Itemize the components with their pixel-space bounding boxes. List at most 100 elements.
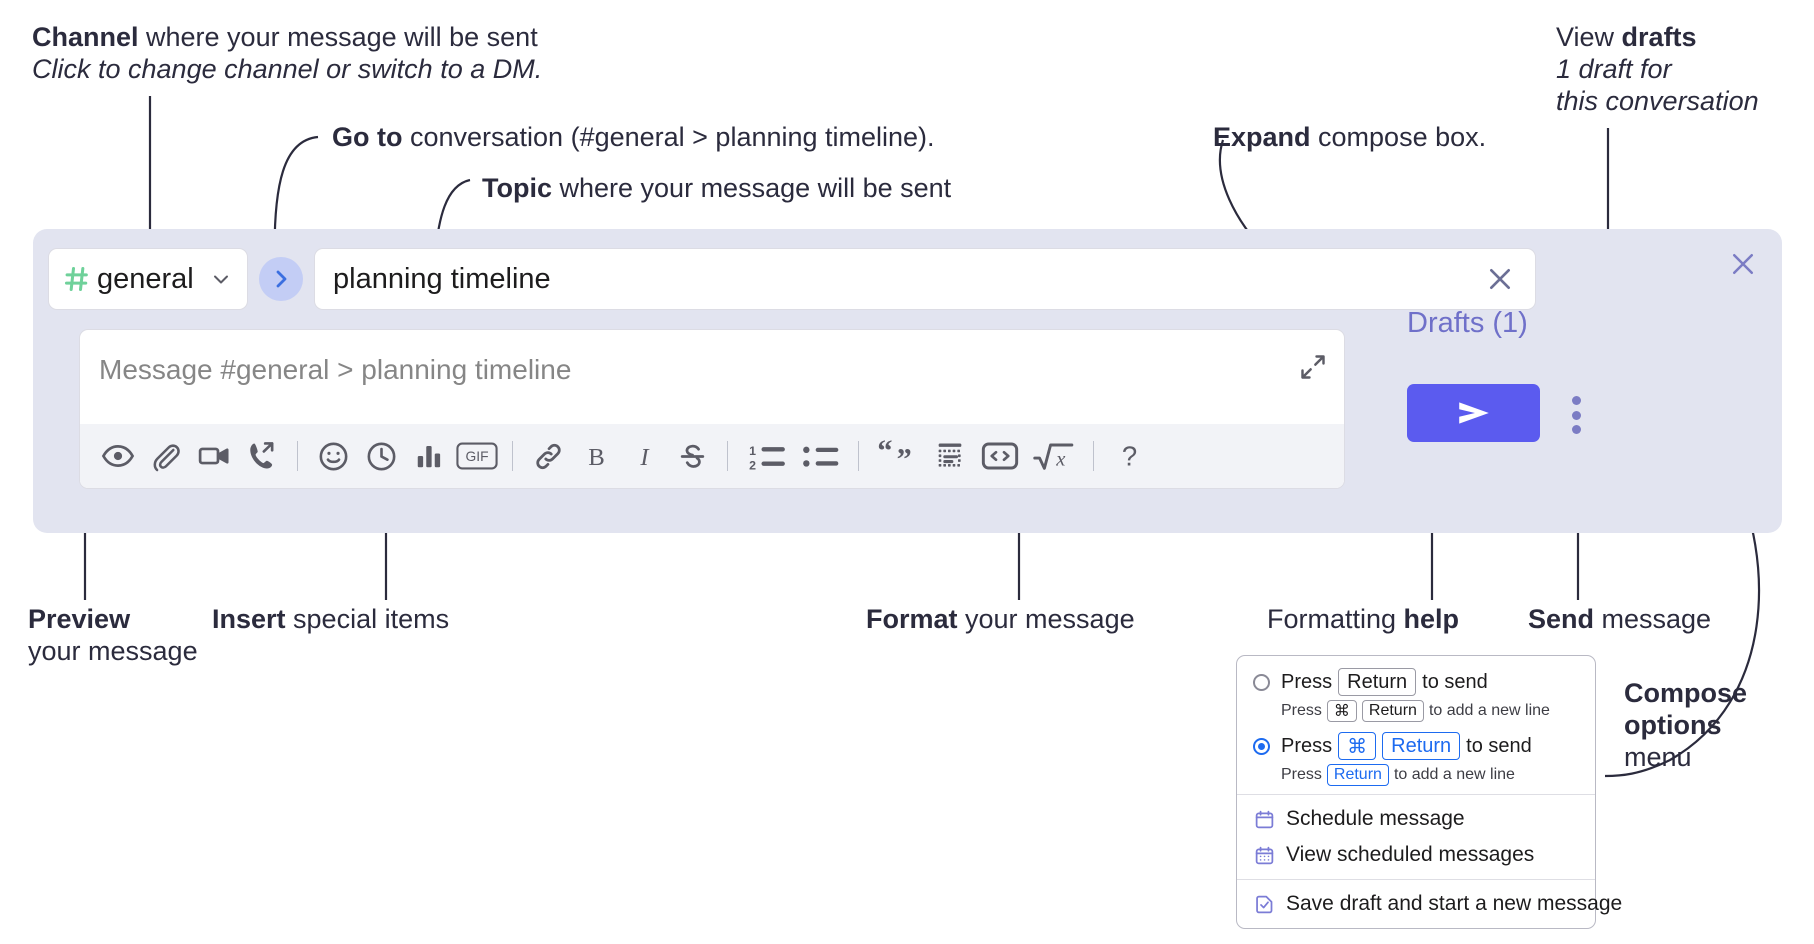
annotation-drafts-prefix: View [1556,22,1622,52]
formatting-help-button[interactable]: ? [1105,432,1153,480]
preview-icon [101,445,135,467]
annotation-topic-bold: Topic [482,173,552,203]
annotation-compose-line2: options [1624,709,1722,740]
gif-button[interactable]: GIF [453,432,501,480]
toolbar-divider [1093,441,1094,471]
menu-option-suffix: to send [1466,734,1532,757]
blockquote-button[interactable]: “ ” [870,432,926,480]
annotation-compose-options: Compose options menu [1624,678,1747,774]
gif-icon: GIF [456,442,498,470]
strikethrough-icon [680,444,704,468]
annotation-drafts: View drafts 1 draft for this conversatio… [1556,22,1759,118]
message-input[interactable]: Message #general > planning timeline [80,330,1344,425]
reminder-button[interactable] [357,432,405,480]
strikethrough-button[interactable] [668,432,716,480]
radio-selected[interactable] [1253,737,1270,755]
attachment-button[interactable] [142,432,190,480]
preview-button[interactable] [94,432,142,480]
svg-text:B: B [588,443,605,470]
menu-option-main-text: Press ⌘ Return to send [1281,732,1532,760]
channel-selector[interactable]: general [48,248,248,310]
menu-option-return-to-send[interactable]: Press Return to send [1237,666,1595,698]
annotation-expand: Expand compose box. [1213,122,1486,154]
menu-item-save-draft[interactable]: Save draft and start a new message [1237,886,1622,922]
menu-option-prefix: Press [1281,734,1333,757]
close-icon [1733,254,1753,274]
italic-button[interactable]: I [620,432,668,480]
calendar-clock-icon [1253,808,1275,830]
math-icon: x [1033,443,1074,471]
annotation-format: Format your message [866,604,1135,636]
topic-clear-button[interactable] [1481,260,1519,298]
annotation-expand-rest: compose box. [1310,122,1487,152]
bulleted-list-button[interactable] [795,432,847,480]
annotation-channel-bold: Channel [32,22,139,52]
calendar-grid-icon [1253,844,1275,866]
video-clip-button[interactable] [190,432,238,480]
panel-close-button[interactable] [1726,247,1760,281]
bulleted-list-icon [803,446,839,467]
annotation-preview: Preview your message [28,604,198,668]
compose-options-menu: Press Return to send Press ⌘ Return to a… [1236,655,1622,929]
ordered-list-button[interactable]: 1 2 [739,432,795,480]
send-button[interactable] [1407,384,1540,442]
drafts-link[interactable]: Drafts (1) [1407,307,1528,339]
annotation-goto-rest: conversation (#general > planning timeli… [402,122,935,152]
menu-item-schedule-message[interactable]: Schedule message [1237,801,1595,837]
compose-header-row: general planning timeline [48,248,1536,310]
code-button[interactable] [974,432,1026,480]
compose-options-button[interactable] [1561,393,1591,437]
menu-sub-suffix: to add a new line [1393,766,1515,783]
menu-item-view-scheduled[interactable]: View scheduled messages [1237,837,1595,873]
annotation-insert: Insert special items [212,604,449,636]
compose-toolbar: GIF B [80,424,1344,488]
compose-panel: general planning timeline [33,229,1782,533]
menu-sub-prefix: Press [1281,766,1322,783]
svg-text:1: 1 [749,444,756,458]
annotation-channel: Channel where your message will be sent … [32,22,542,86]
annotation-format-rest: your message [957,604,1135,634]
goto-conversation-button[interactable] [259,257,303,301]
bold-button[interactable]: B [572,432,620,480]
menu-item-label: Schedule message [1286,807,1465,830]
key-command: ⌘ [1326,700,1357,722]
annotation-drafts-bold: drafts [1621,22,1697,52]
menu-sub-prefix: Press [1281,702,1322,719]
annotation-topic-rest: where your message will be sent [552,173,952,203]
video-camera-icon [198,447,229,465]
radio-unselected[interactable] [1253,673,1270,691]
close-icon [1490,269,1510,289]
menu-item-label: View scheduled messages [1286,843,1535,866]
poll-button[interactable] [405,432,453,480]
svg-text:?: ? [1121,440,1136,471]
svg-text:I: I [639,443,650,470]
annotation-formatting-help: Formatting help [1267,604,1459,636]
math-button[interactable]: x [1026,432,1082,480]
menu-divider [1237,794,1595,795]
annotation-drafts-italic-2: this conversation [1556,85,1759,116]
annotation-goto-bold: Go to [332,122,403,152]
key-return: Return [1338,668,1417,696]
audio-clip-button[interactable] [238,432,286,480]
annotation-channel-rest: where your message will be sent [138,22,538,52]
menu-option-subtext: Press ⌘ Return to add a new line [1237,700,1595,722]
help-icon: ? [1121,440,1136,471]
annotation-preview-bold: Preview [28,604,131,634]
expand-compose-button[interactable] [1296,350,1330,384]
chevron-down-icon [209,267,233,291]
topic-input[interactable]: planning timeline [314,248,1536,310]
link-button[interactable] [524,432,572,480]
emoji-button[interactable] [309,432,357,480]
code-block-button[interactable] [926,432,974,480]
bar-chart-icon [417,446,441,468]
ordered-list-icon: 1 2 [749,444,785,472]
annotation-expand-bold: Expand [1213,122,1311,152]
menu-option-cmd-return-to-send[interactable]: Press ⌘ Return to send [1237,730,1595,762]
attachment-icon [153,444,180,472]
more-vertical-icon-dot [1571,410,1581,420]
phone-forward-icon [250,442,274,469]
svg-text:”: ” [897,441,912,472]
menu-item-label: Save draft and start a new message [1286,892,1623,915]
toolbar-divider [858,441,859,471]
annotation-send: Send message [1528,604,1711,636]
